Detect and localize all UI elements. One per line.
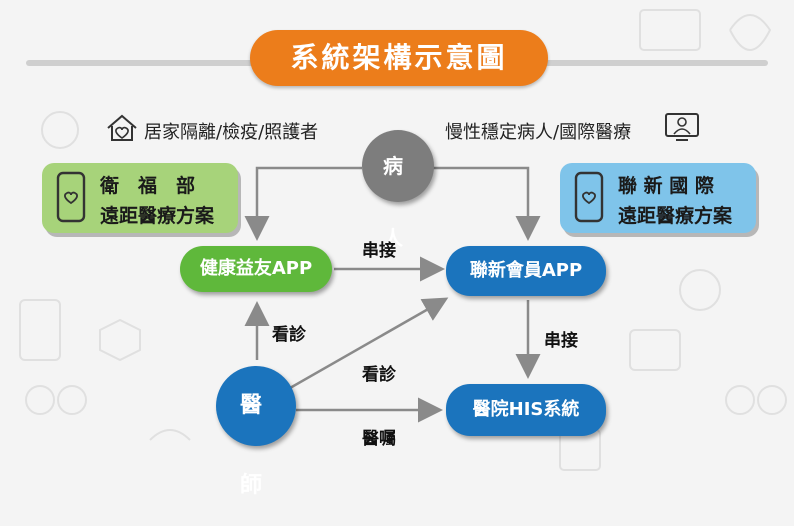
right-card-line1: 聯 新 國 際 — [618, 175, 714, 197]
hospital-his-node: 醫院HIS系統 — [446, 384, 606, 436]
mohw-telemedicine-card: 衛 福 部 遠距醫療方案 — [42, 163, 238, 233]
label-connect-right: 串接 — [544, 331, 578, 351]
doctor-monitor-icon — [665, 113, 699, 141]
left-card-line1: 衛 福 部 — [100, 175, 196, 197]
patient-node: 病 人 — [362, 130, 434, 250]
doctor-node: 醫 師 — [216, 366, 296, 498]
background-pattern — [19, 9, 787, 471]
left-card-line2: 遠距醫療方案 — [100, 205, 215, 227]
diagram-title: 系統架構示意圖 — [250, 30, 548, 86]
label-connect-top: 串接 — [362, 241, 396, 261]
right-note: 慢性穩定病人/國際醫療 — [445, 122, 632, 143]
right-card-line2: 遠距醫療方案 — [618, 205, 733, 227]
member-app-node: 聯新會員APP — [446, 246, 606, 296]
health-app-node: 健康益友APP — [180, 246, 332, 292]
label-order: 醫囑 — [362, 429, 396, 449]
flow-arrows — [244, 166, 541, 423]
left-note: 居家隔離/檢疫/照護者 — [144, 122, 319, 143]
label-consult-middle: 看診 — [362, 365, 396, 385]
home-care-icon — [107, 114, 137, 141]
label-consult-left: 看診 — [272, 325, 306, 345]
phone-icon — [574, 171, 604, 223]
landseed-telemedicine-card: 聯 新 國 際 遠距醫療方案 — [560, 163, 756, 233]
phone-icon — [56, 171, 86, 223]
